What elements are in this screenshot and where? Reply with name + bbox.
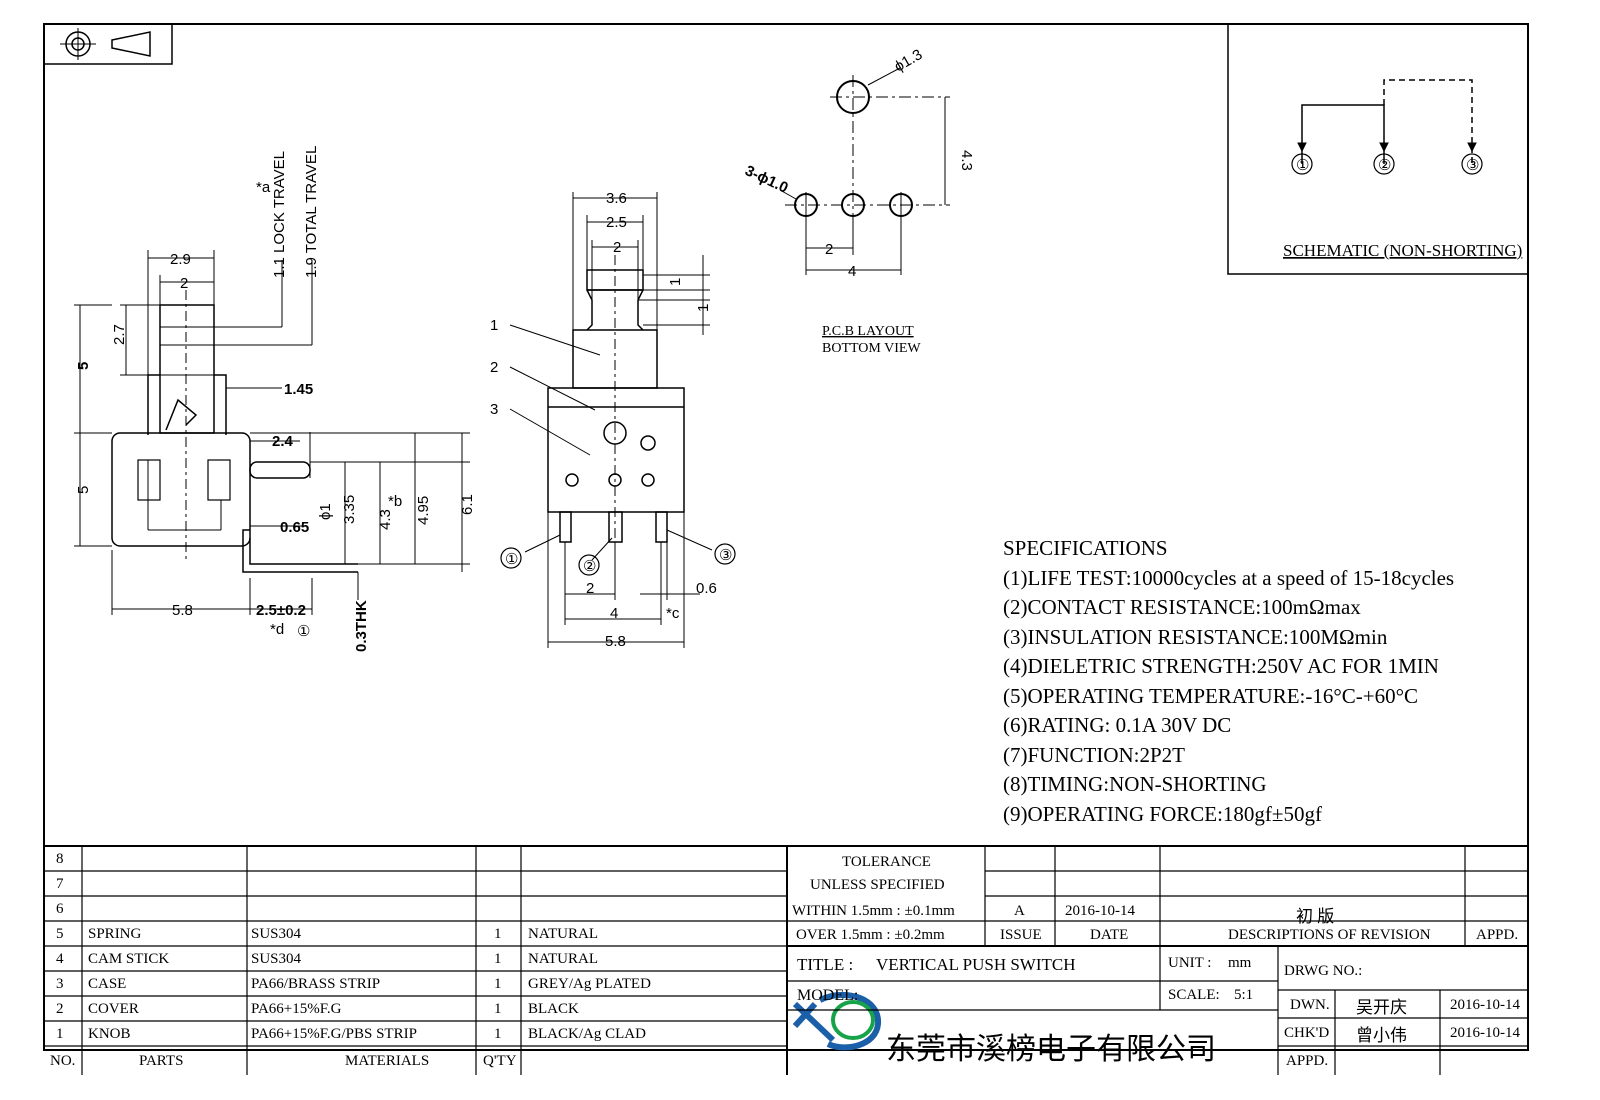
pcb-title-line1: P.C.B LAYOUT xyxy=(822,324,914,339)
side-dim-2: 2 xyxy=(180,275,188,292)
spec-item: (7)FUNCTION:2P2T xyxy=(1003,742,1185,767)
front-pin-1: ① xyxy=(505,552,518,568)
front-dim-0.6: 0.6 xyxy=(696,580,717,597)
schematic-pin-2: ② xyxy=(1378,158,1391,174)
side-dim-4.95: 4.95 xyxy=(415,496,432,525)
front-dim-pitch-2: 2 xyxy=(586,580,594,597)
pcb-dim-pitch: 2 xyxy=(825,241,833,258)
spec-item: (4)DIELETRIC STRENGTH:250V AC FOR 1MIN xyxy=(1003,654,1439,678)
front-dim-2.5: 2.5 xyxy=(606,214,627,231)
side-lock-travel: 1.1 LOCK TRAVEL xyxy=(271,151,288,278)
front-mark-c: *c xyxy=(666,605,680,622)
spec-item: (1)LIFE TEST:10000cycles at a speed of 1… xyxy=(1003,565,1455,590)
side-dim-thk: 0.3THK xyxy=(353,600,370,652)
pcb-layout xyxy=(779,67,950,275)
spec-item: (9)OPERATING FORCE:180gf±50gf xyxy=(1003,801,1322,826)
side-dim-1.45: 1.45 xyxy=(284,381,313,398)
projection-symbol xyxy=(43,23,173,65)
side-dim-4.3: 4.3 xyxy=(377,509,394,530)
side-mark-a: *a xyxy=(256,179,271,196)
side-dim-5.8: 5.8 xyxy=(172,602,193,619)
front-pin-3: ③ xyxy=(719,548,732,564)
front-dim-3.6: 3.6 xyxy=(606,190,627,207)
specifications-block: SPECIFICATIONS (1)LIFE TEST:10000cycles … xyxy=(1003,534,1454,829)
schematic-box xyxy=(1227,24,1528,275)
side-mark-d: *d xyxy=(270,621,284,638)
side-dim-2.5: 2.5±0.2 xyxy=(256,602,306,619)
schematic-title: SCHEMATIC (NON-SHORTING) xyxy=(1283,241,1522,260)
pcb-dim-height: 4.3 xyxy=(958,150,975,171)
side-dim-6.1: 6.1 xyxy=(459,494,476,515)
front-dim-1a: 1 xyxy=(667,278,684,286)
front-dim-1b: 1 xyxy=(695,304,712,312)
side-dim-2.9: 2.9 xyxy=(170,251,191,268)
front-part-1: 1 xyxy=(490,317,498,334)
front-part-2: 2 xyxy=(490,359,498,376)
side-mark-d-circle: ① xyxy=(297,624,310,640)
side-dim-3.35: 3.35 xyxy=(341,495,358,524)
front-dim-5.8: 5.8 xyxy=(605,633,626,650)
front-pin-2: ② xyxy=(583,559,596,575)
front-view xyxy=(500,192,736,648)
side-dim-2.7: 2.7 xyxy=(111,324,128,345)
side-total-travel: 1.9 TOTAL TRAVEL xyxy=(303,146,320,278)
side-dim-phi1: ϕ1 xyxy=(317,503,334,520)
specifications-title: SPECIFICATIONS xyxy=(1003,536,1168,560)
spec-item: (2)CONTACT RESISTANCE:100mΩmax xyxy=(1003,595,1361,619)
side-dim-0.65: 0.65 xyxy=(280,519,309,536)
pcb-dim-span: 4 xyxy=(848,263,856,280)
side-dim-2.4: 2.4 xyxy=(272,433,294,450)
side-view xyxy=(74,250,470,615)
spec-item: (3)INSULATION RESISTANCE:100MΩmin xyxy=(1003,624,1388,649)
schematic-pin-3: ③ xyxy=(1466,158,1479,174)
spec-item: (8)TIMING:NON-SHORTING xyxy=(1003,772,1267,796)
front-part-3: 3 xyxy=(490,401,498,418)
side-dim-5-bottom: 5 xyxy=(75,486,92,494)
side-mark-b: *b xyxy=(388,493,402,510)
schematic-pin-1: ① xyxy=(1296,158,1309,174)
side-dim-5-top: 5 xyxy=(75,362,92,370)
pcb-title-line2: BOTTOM VIEW xyxy=(822,341,921,356)
spec-item: (6)RATING: 0.1A 30V DC xyxy=(1003,713,1232,737)
front-dim-4: 4 xyxy=(610,605,618,622)
spec-item: (5)OPERATING TEMPERATURE:-16°C-+60°C xyxy=(1003,683,1419,708)
front-dim-2: 2 xyxy=(613,239,621,256)
